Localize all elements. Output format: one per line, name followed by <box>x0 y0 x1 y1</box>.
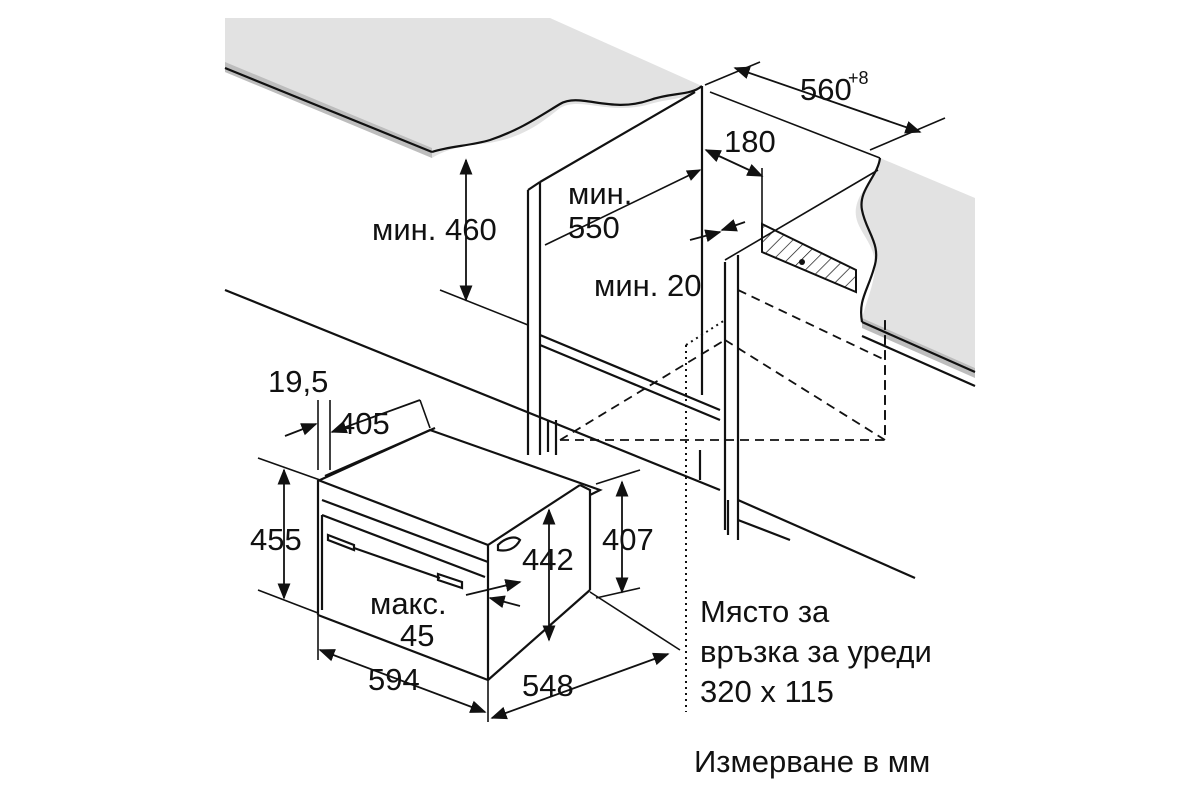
dimension-labels: 560 +8 180 мин. 550 мин. 460 мин. 20 19,… <box>250 68 869 703</box>
connection-note: Място за връзка за уреди 320 x 115 <box>700 594 932 709</box>
connection-note-line-3: 320 x 115 <box>700 674 834 709</box>
units-note: Измерване в мм <box>694 744 930 779</box>
label-body-height: 442 <box>522 542 574 577</box>
countertop-right <box>855 157 976 388</box>
label-niche-height: 407 <box>602 522 654 557</box>
connection-note-line-1: Място за <box>700 594 830 629</box>
connection-note-line-2: връзка за уреди <box>700 634 932 669</box>
label-side-gap: мин. 20 <box>594 268 701 303</box>
dimension-lines <box>257 61 946 722</box>
label-niche-depth-prefix: мин. <box>568 176 632 211</box>
label-countertop-width: 560 <box>800 72 852 107</box>
label-handle-depth: 45 <box>400 618 434 653</box>
label-gap-above: мин. 460 <box>372 212 497 247</box>
label-back-gap: 180 <box>724 124 776 159</box>
label-top-depth: 405 <box>338 406 390 441</box>
label-width: 594 <box>368 662 420 697</box>
label-handle-prefix: макс. <box>370 586 447 621</box>
countertop-left <box>224 18 703 158</box>
label-depth: 548 <box>522 668 574 703</box>
label-niche-depth: 550 <box>568 210 620 245</box>
label-countertop-tolerance: +8 <box>848 68 869 88</box>
label-total-height: 455 <box>250 522 302 557</box>
label-front-offset: 19,5 <box>268 364 328 399</box>
